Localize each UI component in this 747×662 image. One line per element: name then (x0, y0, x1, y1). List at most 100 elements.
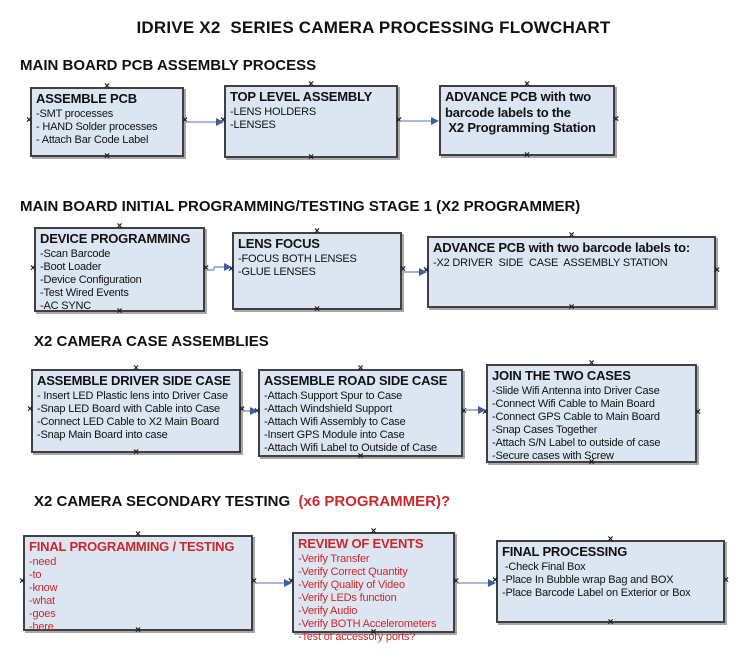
box-title: REVIEW OF EVENTS (298, 536, 424, 551)
flow-box-item: -Check Final Box (502, 560, 586, 573)
section-heading-case-assemblies: X2 CAMERA CASE ASSEMBLIES (34, 333, 269, 350)
anchor-x-icon: × (461, 406, 467, 417)
box-title: ASSEMBLE ROAD SIDE CASE (264, 373, 448, 388)
flow-box-item: -Snap LED Board with Cable into Case (37, 402, 220, 415)
flow-box-advance-pcb-programming-station: × × × ADVANCE PCB with two barcode label… (439, 80, 619, 161)
box-title: ADVANCE PCB with two barcode labels to: (433, 240, 691, 255)
box-title: TOP LEVEL ASSEMBLY (230, 89, 373, 104)
flow-box-item: -what (29, 594, 55, 607)
anchor-x-icon: × (251, 576, 257, 587)
anchor-x-icon: × (26, 115, 32, 126)
flow-box-item: -Snap Main Board into case (37, 428, 168, 441)
section-heading-secondary-testing: X2 CAMERA SECONDARY TESTING (x6 PROGRAMM… (34, 493, 450, 510)
anchor-x-icon: × (613, 113, 619, 125)
flow-box-item: -know (29, 581, 58, 594)
flow-box-assemble-driver-side-case: × × × × ASSEMBLE DRIVER SIDE CASE - Inse… (27, 364, 245, 458)
flow-box-item: -Test of accessory ports? (298, 630, 416, 643)
anchor-x-icon: × (239, 404, 245, 415)
anchor-x-icon: × (254, 406, 260, 417)
box-title: FINAL PROGRAMMING / TESTING (29, 539, 235, 554)
flow-box-item: -Attach S/N Label to outside of case (492, 436, 661, 449)
connector-arrowhead-icon (284, 579, 292, 587)
anchor-x-icon: × (482, 406, 488, 418)
flow-box-item: -Attach Wifi Label to Outside of Case (264, 441, 437, 454)
flow-box-review-of-events: × × × × REVIEW OF EVENTS -Verify Transfe… (288, 527, 459, 643)
section-heading-initial-programming: MAIN BOARD INITIAL PROGRAMMING/TESTING S… (20, 198, 580, 215)
box-title: LENS FOCUS (238, 236, 320, 251)
flow-box-final-processing: × × × × FINAL PROCESSING -Check Final Bo… (492, 535, 729, 628)
flow-box-item: -Connect LED Cable to X2 Main Board (37, 415, 219, 428)
anchor-x-icon: × (723, 574, 729, 586)
anchor-x-icon: × (400, 264, 406, 275)
flow-box-item: -X2 DRIVER SIDE CASE ASSEMBLY STATION (433, 256, 668, 269)
anchor-x-icon: × (220, 114, 226, 126)
flow-box-final-programming-testing: × × × × FINAL PROGRAMMING / TESTING -nee… (19, 530, 257, 636)
connector-arrowhead-icon (250, 407, 258, 415)
flow-box-item: -Attach Wifi Assembly to Case (264, 415, 406, 428)
flow-box-item: -Verify Correct Quantity (298, 565, 408, 578)
box-title: ASSEMBLE DRIVER SIDE CASE (37, 373, 231, 388)
flow-box-item: -Verify Transfer (298, 552, 370, 565)
flow-box-device-programming: × × × × DEVICE PROGRAMMING -Scan Barcode… (30, 222, 209, 317)
anchor-x-icon: × (396, 114, 402, 126)
section-heading-pcb-assembly: MAIN BOARD PCB ASSEMBLY PROCESS (20, 57, 316, 74)
anchor-x-icon: × (524, 150, 530, 161)
anchor-x-icon: × (30, 262, 36, 274)
flow-box-item: -here (29, 620, 54, 633)
flow-box-item: -Secure cases with Screw (492, 449, 614, 462)
flow-box-item: -Place Barcode Label on Exterior or Box (502, 586, 691, 599)
connector-arrowhead-icon (488, 579, 496, 587)
anchor-x-icon: × (19, 576, 25, 587)
anchor-x-icon: × (27, 404, 33, 415)
flow-box-top-level-assembly: × × × × TOP LEVEL ASSEMBLY -LENS HOLDERS… (220, 80, 402, 163)
section-heading-accent-text: (x6 PROGRAMMER)? (298, 493, 451, 510)
page-title: IDRIVE X2 SERIES CAMERA PROCESSING FLOWC… (136, 18, 611, 37)
anchor-x-icon: × (568, 302, 575, 313)
flow-box-item: -Attach Support Spur to Case (264, 389, 403, 402)
flow-box-item: -FOCUS BOTH LENSES (238, 252, 357, 265)
flow-box-item: -Test Wired Events (40, 286, 129, 299)
section-heading-text: MAIN BOARD INITIAL PROGRAMMING/TESTING S… (20, 198, 581, 215)
flow-box-item: -Boot Loader (40, 260, 102, 273)
flow-box-item: - Insert LED Plastic lens into Driver Ca… (37, 389, 228, 402)
flow-box-item: -Verify LEDs function (298, 591, 397, 604)
flow-box-assemble-pcb: × × × × ASSEMBLE PCB -SMT processes - HA… (26, 82, 188, 162)
flow-box-item: -Place In Bubble wrap Bag and BOX (502, 573, 674, 586)
flow-box-item: -Verify BOTH Accelerometers (298, 617, 437, 630)
section-heading-text: X2 CAMERA CASE ASSEMBLIES (34, 333, 269, 350)
anchor-x-icon: × (104, 151, 110, 162)
flow-box-item: -goes (29, 607, 56, 620)
flow-box-item: -Connect GPS Cable to Main Board (492, 410, 660, 423)
anchor-x-icon: × (714, 265, 720, 276)
flow-box-item: -to (29, 568, 42, 581)
box-title: JOIN THE TWO CASES (492, 368, 631, 383)
flow-box-advance-pcb-driver-side-station: × × × × ADVANCE PCB with two barcode lab… (423, 231, 720, 313)
flow-box-item: -need (29, 555, 57, 568)
anchor-x-icon: × (695, 406, 701, 418)
flow-box-item: -Scan Barcode (40, 247, 111, 260)
anchor-x-icon: × (288, 575, 294, 587)
connector-arrowhead-icon (478, 406, 486, 414)
flow-box-item: - Attach Bar Code Label (36, 133, 149, 146)
flow-box-item: -Device Configuration (40, 273, 142, 286)
flow-box-item: - HAND Solder processes (36, 120, 158, 133)
box-title: DEVICE PROGRAMMING (40, 231, 191, 246)
connector-arrowhead-icon (419, 268, 427, 276)
box-title: ADVANCE PCB with two barcode labels to t… (445, 89, 596, 135)
anchor-x-icon: × (182, 115, 188, 126)
anchor-x-icon: × (453, 575, 459, 587)
anchor-x-icon: × (228, 264, 234, 275)
flow-box-join-the-two-cases: × × × × JOIN THE TWO CASES -Slide Wifi A… (482, 359, 701, 468)
section-heading-text: X2 CAMERA SECONDARY TESTING (34, 493, 299, 510)
connector-arrowhead-icon (216, 118, 224, 126)
flow-box-item: -LENS HOLDERS (230, 105, 317, 118)
connector-arrowhead-icon (431, 117, 439, 125)
anchor-x-icon: × (133, 447, 139, 458)
flow-box-item: -Connect Wifi Cable to Main Board (492, 397, 655, 410)
flow-box-item: -Verify Quality of Video (298, 578, 405, 591)
box-title: ASSEMBLE PCB (36, 91, 137, 106)
connector-arrowhead-icon (224, 263, 232, 271)
flow-box-item: -SMT processes (36, 107, 114, 120)
box-title: FINAL PROCESSING (502, 544, 628, 559)
